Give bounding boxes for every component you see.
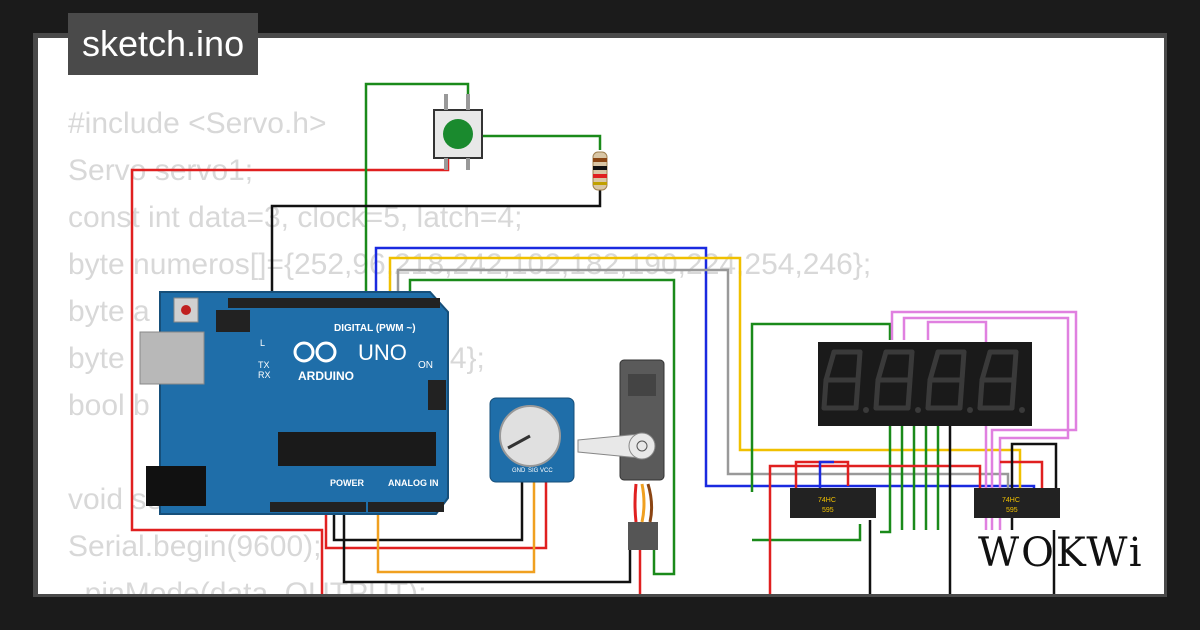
segment [855, 349, 863, 383]
wire-green-servo [408, 278, 676, 576]
on-label: ON [418, 360, 433, 371]
push-button[interactable] [433, 94, 483, 170]
wire-red-sr2 [768, 464, 982, 594]
wire-orange-pot [376, 480, 536, 574]
arduino-uno[interactable]: DIGITAL (PWM ~) UNO ARDUINO ON TX RX L P… [139, 291, 449, 515]
decimal-point [915, 407, 921, 413]
wire-gray-latch [396, 268, 1010, 492]
segment [925, 377, 933, 411]
segment [907, 349, 915, 383]
pot-pin-sig: SIG [528, 468, 539, 474]
wire-green-resistor [474, 134, 602, 150]
shift-register-1: 74HC 595 [790, 488, 876, 518]
analog-label: ANALOG IN [388, 478, 439, 488]
segment [853, 377, 861, 411]
segment [873, 377, 881, 411]
wire-black-pot [332, 480, 524, 542]
wire-blue-data [374, 246, 1036, 492]
segment [977, 377, 985, 411]
tx-label: TX [258, 360, 270, 370]
atmega-chip [278, 432, 436, 466]
icsp-header [216, 310, 250, 332]
segment [905, 377, 913, 411]
wire-black-servo [342, 508, 632, 584]
sr1-line2: 595 [822, 507, 834, 514]
segment [1011, 349, 1019, 383]
seven-segment-display [818, 342, 1032, 426]
wire-red-sr3 [1000, 460, 1044, 492]
wire-pink-digits2 [902, 316, 1070, 530]
segment [957, 377, 965, 411]
decimal-point [863, 407, 869, 413]
arduino-label: ARDUINO [298, 369, 354, 383]
code-line: #include <Servo.h> [68, 107, 327, 140]
file-name-badge[interactable]: sketch.ino [68, 13, 259, 75]
wire-pink-digits [890, 310, 1078, 530]
code-line: Serial.begin(9600); [68, 530, 322, 563]
segment [875, 349, 889, 383]
power-label: POWER [330, 478, 365, 488]
analog-header [368, 502, 444, 512]
power-header [270, 502, 366, 512]
code-line: bool b [68, 389, 150, 422]
wire-black-resistor [270, 190, 602, 300]
segment [1009, 377, 1017, 411]
arduino-logo [293, 341, 337, 363]
wire-blue-sr [818, 460, 834, 488]
decimal-point [1019, 407, 1025, 413]
decimal-point [967, 407, 973, 413]
segment [979, 349, 993, 383]
potentiometer[interactable]: GND SIG VCC [489, 397, 575, 483]
segment [821, 377, 829, 411]
usb-port [139, 331, 205, 385]
button-cap [443, 119, 473, 149]
rx-label: RX [258, 370, 271, 380]
wire-green-seg-a [880, 426, 892, 534]
power-jack [146, 466, 206, 506]
wire-black-sr2 [1010, 442, 1058, 530]
pot-pin-gnd: GND [512, 468, 526, 474]
servo-connector [628, 522, 658, 550]
l-label: L [260, 338, 265, 348]
sr1-line1: 74HC [818, 497, 836, 504]
servo-motor[interactable] [577, 359, 665, 550]
wires [130, 82, 1078, 594]
sr2-line2: 595 [1006, 507, 1018, 514]
sr2-line1: 74HC [1002, 497, 1020, 504]
pot-pin-vcc: VCC [540, 468, 553, 474]
wire-green-display2 [752, 524, 862, 542]
segment [959, 349, 967, 383]
wire-green-display [750, 322, 892, 492]
code-line: byte a [68, 295, 150, 328]
segment [927, 349, 941, 383]
digital-label: DIGITAL (PWM ~) [334, 323, 416, 334]
code-line: byte numeros[]={252,96,218,242,102,182,1… [68, 248, 872, 281]
wokwi-logo: WOKWi [978, 530, 1144, 576]
wire-yellow-clock [388, 256, 1022, 492]
segment [823, 349, 837, 383]
digital-header [228, 298, 438, 308]
resistor [592, 151, 608, 191]
wire-red-pot [324, 480, 548, 550]
uno-label: UNO [358, 340, 407, 365]
shift-register-2: 74HC 595 [974, 488, 1060, 518]
